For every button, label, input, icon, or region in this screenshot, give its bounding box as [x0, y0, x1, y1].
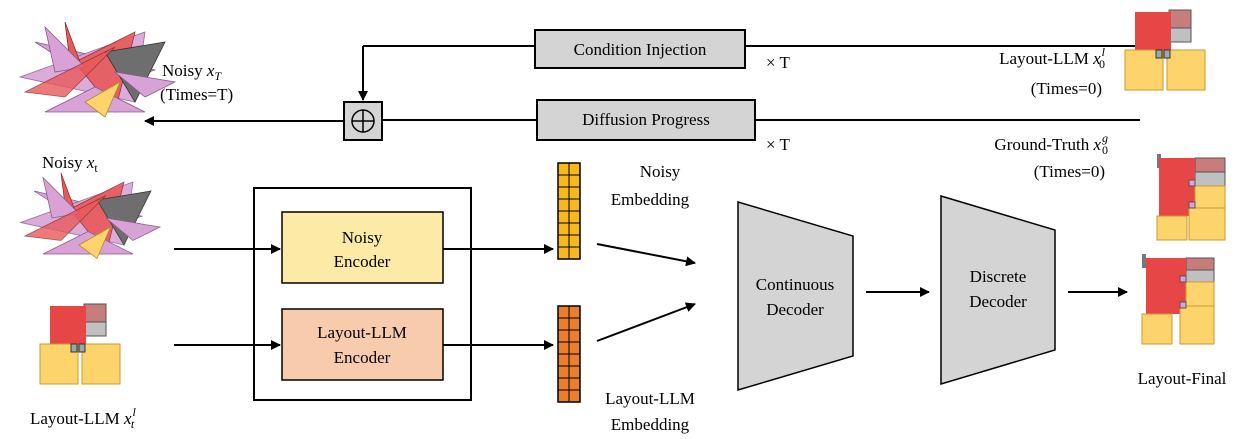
llm-embedding-cell	[557, 389, 570, 403]
times-T-label: (Times=T)	[160, 85, 233, 104]
layout-final-label: Layout-Final	[1138, 369, 1227, 388]
noisy-embedding-cell	[568, 246, 581, 260]
llm-embedding-outline	[557, 305, 581, 403]
llm-embedding-cell	[568, 377, 581, 391]
discrete-decoder-line1: Discrete	[970, 267, 1027, 286]
noisy-embedding-line2: Embedding	[611, 190, 690, 209]
noisy-embedding-cell	[557, 222, 570, 236]
llm-embedding-line2: Embedding	[611, 415, 690, 434]
noisy-embedding-cell	[557, 186, 570, 200]
discrete-decoder	[940, 194, 1056, 386]
noisy-embedding-cell	[568, 234, 581, 248]
noisy-embedding-cell	[568, 198, 581, 212]
noisy-xt-image	[20, 172, 161, 259]
llm-embedding-line1: Layout-LLM	[605, 389, 695, 408]
continuous-decoder-line2: Decoder	[766, 300, 824, 319]
times-t-label-2: × T	[766, 135, 791, 154]
noisy-xT-label: Noisy xT	[162, 61, 222, 83]
llm-embedding-cell	[557, 329, 570, 343]
continuous-decoder-line1: Continuous	[756, 275, 834, 294]
layout-llm-xt-image	[39, 303, 121, 385]
layout-final-image	[1141, 254, 1215, 345]
noisy-embedding-cell	[568, 162, 581, 176]
noisy-embedding-outline	[557, 162, 581, 260]
llm-embedding-cell	[568, 317, 581, 331]
times-t-label-1: × T	[766, 53, 791, 72]
times-0-label-a: (Times=0)	[1031, 79, 1102, 98]
noisy-embedding-line1: Noisy	[640, 162, 681, 181]
condition-injection-box	[534, 29, 746, 69]
noisy-embedding-cell	[557, 162, 570, 176]
llm-embedding-column	[557, 305, 581, 403]
condition-injection-label: Condition Injection	[574, 40, 707, 59]
noisy-embedding-column	[557, 162, 581, 260]
llm-embedding-cell	[568, 389, 581, 403]
llm-embedding-cell	[557, 317, 570, 331]
noisy-to-decoder-arrow	[596, 243, 696, 267]
layout-llm-x0-image	[1124, 9, 1206, 91]
noisy-embedding-cell	[557, 210, 570, 224]
noisy-xT-image	[19, 21, 176, 118]
times-0-label-b: (Times=0)	[1034, 162, 1105, 181]
continuous-decoder	[737, 200, 854, 392]
diffusion-progress-box	[536, 99, 756, 141]
noisy-encoder-box	[281, 211, 444, 284]
diffusion-progress-label: Diffusion Progress	[582, 110, 710, 129]
ground-truth-x0-image	[1156, 154, 1226, 241]
llm-embedding-cell	[557, 365, 570, 379]
noisy-xt-label: Noisy xt	[42, 153, 98, 175]
llm-embedding-cell	[568, 353, 581, 367]
llm-encoder-line1: Layout-LLM	[317, 323, 407, 342]
llm-embedding-cell	[557, 305, 570, 319]
llm-to-decoder-arrow	[596, 302, 696, 342]
noisy-encoder-line2: Encoder	[334, 252, 391, 271]
noisy-encoder-line1: Noisy	[342, 228, 383, 247]
noisy-embedding-cell	[557, 174, 570, 188]
discrete-decoder-line2: Decoder	[969, 292, 1027, 311]
noisy-embedding-cell	[557, 246, 570, 260]
noisy-embedding-cell	[568, 174, 581, 188]
noisy-embedding-cell	[568, 186, 581, 200]
llm-embedding-cell	[568, 305, 581, 319]
llm-embedding-cell	[557, 377, 570, 391]
llm-embedding-cell	[568, 341, 581, 355]
noisy-embedding-cell	[568, 210, 581, 224]
noisy-embedding-cell	[568, 222, 581, 236]
llm-embedding-cell	[568, 329, 581, 343]
llm-encoder-line2: Encoder	[334, 348, 391, 367]
llm-embedding-cell	[557, 353, 570, 367]
llm-encoder-box	[281, 308, 444, 381]
noisy-embedding-cell	[557, 234, 570, 248]
noisy-embedding-cell	[557, 198, 570, 212]
llm-embedding-cell	[568, 365, 581, 379]
llm-embedding-cell	[557, 341, 570, 355]
